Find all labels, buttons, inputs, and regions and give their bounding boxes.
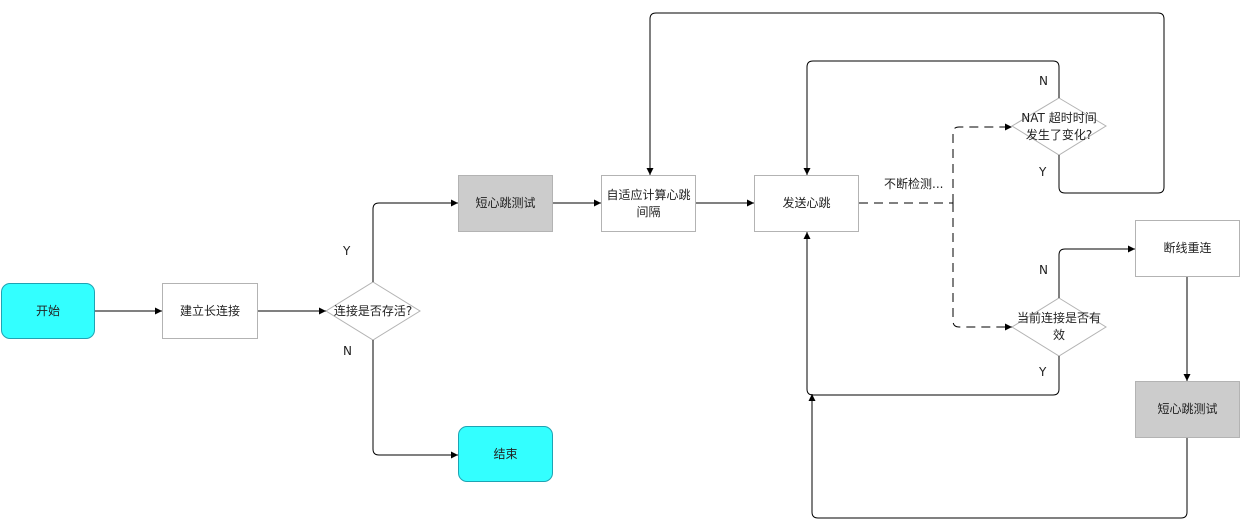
end-node: 结束 [458,426,553,482]
arrow-alive-no-to-end [372,340,458,459]
arrow-short-test-to-send-loop [808,394,1188,519]
arrow-nat-no-to-send [803,60,1060,175]
start-node: 开始 [1,283,95,339]
short-heartbeat-test-node: 短心跳测试 [458,175,553,232]
arrow-alive-yes-to-short-test [372,199,458,282]
adaptive-interval-node: 自适应计算心跳 间隔 [601,175,696,232]
build-connection-node: 建立长连接 [162,283,258,339]
nat-yes-label: Y [1039,165,1047,179]
alive-no-label: N [343,344,352,358]
decision-alive-label: 连接是否存活? [333,303,413,318]
arrow-valid-no-to-reconnect [1058,245,1135,298]
dashed-monitor-to-nat [952,123,1012,203]
arrow-valid-yes-to-send [803,232,1060,396]
decision-nat-label: NAT 超时时间 发生了变化? [1021,110,1097,142]
reconnect-node: 断线重连 [1135,220,1240,277]
valid-no-label: N [1039,263,1048,277]
arrow-nat-yes-to-adaptive [646,12,1165,194]
send-heartbeat-node: 发送心跳 [754,175,859,232]
short-heartbeat-test-node-2: 短心跳测试 [1135,381,1240,438]
alive-yes-label: Y [343,244,351,258]
nat-no-label: N [1039,74,1048,88]
valid-yes-label: Y [1039,365,1047,379]
dashed-monitor-to-valid [952,203,1012,331]
decision-valid-label: 当前连接是否有 效 [1016,311,1101,342]
monitor-label: 不断检测... [884,177,944,191]
